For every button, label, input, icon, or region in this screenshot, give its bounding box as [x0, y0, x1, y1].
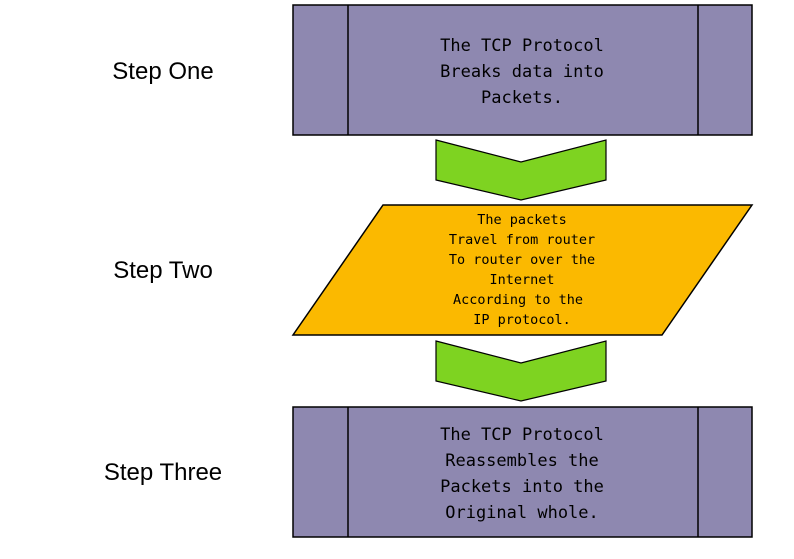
step-three-line-1: The TCP Protocol [440, 425, 604, 445]
step-one-label: Step One [112, 58, 213, 85]
down-arrow-2 [435, 340, 607, 402]
step-three-line-2: Reassembles the [445, 451, 599, 471]
step-two-label: Step Two [113, 257, 213, 284]
step-two-line-4: Internet [489, 272, 554, 288]
step-one-line-3: Packets. [481, 88, 563, 108]
down-arrow-1 [435, 139, 607, 201]
step-three-label: Step Three [104, 459, 222, 486]
step-two-io-shape: The packets Travel from router To router… [291, 204, 754, 336]
step-two-line-1: The packets [477, 212, 566, 228]
step-one-process-box: The TCP Protocol Breaks data into Packet… [292, 4, 753, 136]
step-three-process-box: The TCP Protocol Reassembles the Packets… [292, 406, 753, 538]
step-one-line-2: Breaks data into [440, 62, 604, 82]
step-two-line-5: According to the [453, 292, 583, 308]
step-two-line-2: Travel from router [449, 232, 595, 248]
step-three-line-3: Packets into the [440, 477, 604, 497]
step-one-line-1: The TCP Protocol [440, 36, 604, 56]
step-two-line-6: IP protocol. [473, 312, 571, 328]
step-two-line-3: To router over the [449, 252, 595, 268]
step-three-line-4: Original whole. [445, 503, 599, 523]
